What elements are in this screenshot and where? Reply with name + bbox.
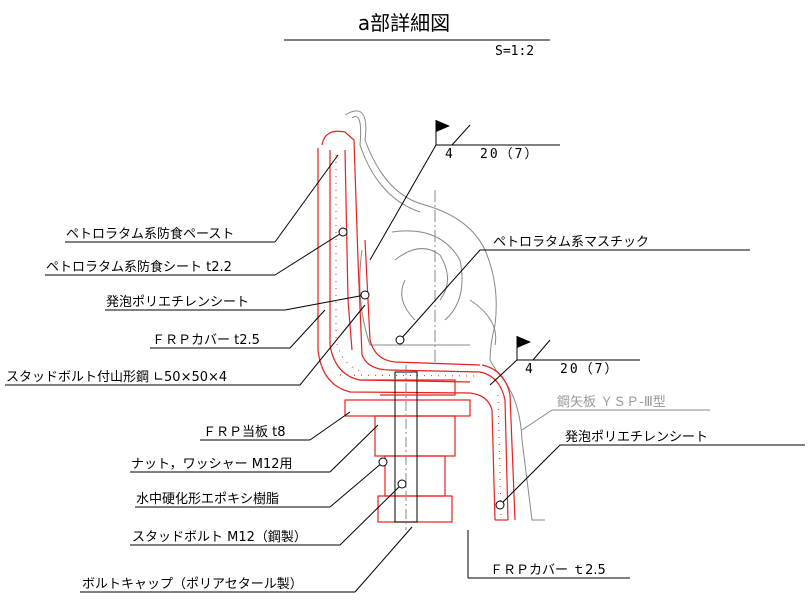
bolt-cap-outer xyxy=(377,495,453,523)
stud-bolt-assembly xyxy=(344,365,471,530)
label-frp-cover-left: ＦＲＰカバー t2.5 xyxy=(152,333,260,348)
label-stud-bolt: スタッドボルト M12（鋼製） xyxy=(132,530,307,545)
label-bolt-cap: ボルトキャップ（ポリアセタール製） xyxy=(82,577,303,592)
label-mastic: ペトロラタム系マスチック xyxy=(493,235,649,250)
label-petrolatum-sheet: ペトロラタム系防食シート t2.2 xyxy=(46,259,232,275)
weld-size-top: 4 xyxy=(445,147,455,162)
angle-section xyxy=(360,379,456,396)
drawing-title: a部詳細図 xyxy=(358,11,450,35)
weld-flag-top: 4 20（7） xyxy=(369,120,560,261)
frp-plate xyxy=(344,399,471,417)
label-frp-plate: ＦＲＰ当板 t8 xyxy=(203,425,286,440)
label-nut-washer: ナット，ワッシャー M12用 xyxy=(131,457,293,472)
left-leaders xyxy=(5,154,413,593)
label-frp-cover-right: ＦＲＰカバー ｔ2.5 xyxy=(490,563,606,578)
label-foam-sheet-right: 発泡ポリエチレンシート xyxy=(565,430,708,445)
dotted-fill xyxy=(335,155,502,516)
label-epoxy: 水中硬化形エポキシ樹脂 xyxy=(136,492,279,507)
sheet-pile-leader xyxy=(521,409,710,431)
scale-label: S=1:2 xyxy=(495,44,534,59)
label-foam-sheet-left: 発泡ポリエチレンシート xyxy=(106,295,249,310)
weld-spec-bottom: 20（7） xyxy=(560,362,619,377)
frp-cover-left xyxy=(317,130,516,521)
nut-washer xyxy=(374,415,456,457)
weld-size-bottom: 4 xyxy=(525,362,535,377)
bolt-cap xyxy=(384,455,446,497)
weld-spec-top: 20（7） xyxy=(480,147,539,162)
label-stud-angle: スタッドボルト付山形鋼 ∟50×50×4 xyxy=(6,370,227,385)
label-sheet-pile: 鋼矢板 ＹＳＰ-Ⅲ型 xyxy=(557,395,666,410)
right-leaders xyxy=(395,249,805,579)
weld-flag-bottom: 4 20（7） xyxy=(489,336,640,386)
label-petrolatum-paste: ペトロラタム系防食ペースト xyxy=(66,226,234,242)
